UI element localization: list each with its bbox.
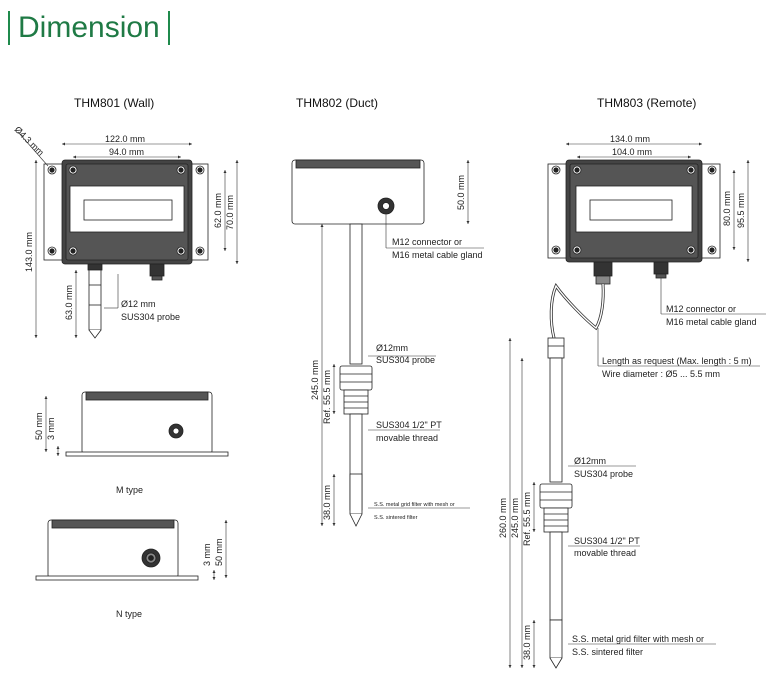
wall-inner-height: 62.0 mm bbox=[213, 193, 223, 228]
duct-ref-length: Ref. 55.5 mm bbox=[322, 370, 332, 424]
m-height-3: 3 mm bbox=[46, 418, 56, 441]
remote-inner-width: 104.0 mm bbox=[612, 147, 652, 157]
header-left-bar bbox=[8, 11, 10, 45]
model-title-remote: THM803 (Remote) bbox=[597, 96, 696, 110]
remote-front-view bbox=[539, 159, 721, 669]
wall-n-type-view bbox=[35, 519, 199, 581]
wall-outer-width: 122.0 mm bbox=[105, 134, 145, 144]
remote-connector-2: M16 metal cable gland bbox=[666, 317, 757, 327]
remote-thread-2: movable thread bbox=[574, 548, 636, 558]
duct-height: 50.0 mm bbox=[456, 175, 466, 210]
remote-filter-length: 38.0 mm bbox=[522, 625, 532, 660]
remote-connector-1: M12 connector or bbox=[666, 304, 736, 314]
remote-probe-dia: Ø12mm bbox=[574, 456, 606, 466]
remote-outer-height: 95.5 mm bbox=[736, 193, 746, 228]
duct-view bbox=[291, 159, 425, 527]
model-title-duct: THM802 (Duct) bbox=[296, 96, 378, 110]
remote-filter-2: S.S. sintered filter bbox=[572, 647, 643, 657]
duct-filter-2: S.S. sintered filter bbox=[374, 515, 418, 521]
remote-ref-length: Ref. 55.5 mm bbox=[522, 492, 532, 546]
remote-filter-1: S.S. metal grid filter with mesh or bbox=[572, 634, 704, 644]
remote-outer-width: 134.0 mm bbox=[610, 134, 650, 144]
m-type-label: M type bbox=[116, 485, 143, 495]
duct-probe-material: SUS304 probe bbox=[376, 355, 435, 365]
duct-thread-1: SUS304 1/2" PT bbox=[376, 420, 442, 430]
wall-outer-height: 70.0 mm bbox=[225, 195, 235, 230]
wall-inner-width: 94.0 mm bbox=[109, 147, 144, 157]
duct-probe-length: 245.0 mm bbox=[310, 360, 320, 400]
remote-probe-material: SUS304 probe bbox=[574, 469, 633, 479]
duct-filter-1: S.S. metal grid filter with mesh or bbox=[374, 502, 455, 508]
remote-probe-length: 245.0 mm bbox=[510, 498, 520, 538]
n-type-label: N type bbox=[116, 609, 142, 619]
wall-front-view bbox=[43, 159, 209, 339]
remote-length-note: Length as request (Max. length : 5 m) bbox=[602, 356, 752, 366]
n-height-50: 50 mm bbox=[214, 538, 224, 566]
section-header: Dimension bbox=[8, 8, 170, 48]
remote-inner-height: 80.0 mm bbox=[722, 191, 732, 226]
model-title-wall: THM801 (Wall) bbox=[74, 96, 154, 110]
m-height-50: 50 mm bbox=[34, 412, 44, 440]
wall-total-height: 143.0 mm bbox=[24, 232, 34, 272]
wall-probe-dia: Ø12 mm bbox=[121, 299, 156, 309]
wall-hole-dia: Ø4.3 mm bbox=[13, 124, 46, 157]
wall-probe-material: SUS304 probe bbox=[121, 312, 180, 322]
duct-connector-1: M12 connector or bbox=[392, 237, 462, 247]
duct-thread-2: movable thread bbox=[376, 433, 438, 443]
wall-probe-length: 63.0 mm bbox=[64, 285, 74, 320]
page-title: Dimension bbox=[18, 11, 160, 44]
remote-wire-dia: Wire diameter : Ø5 ... 5.5 mm bbox=[602, 369, 720, 379]
remote-total-length: 260.0 mm bbox=[498, 498, 508, 538]
wall-m-type-view bbox=[65, 391, 229, 457]
duct-probe-dia: Ø12mm bbox=[376, 343, 408, 353]
duct-connector-2: M16 metal cable gland bbox=[392, 250, 483, 260]
header-right-bar bbox=[167, 11, 170, 45]
n-height-3: 3 mm bbox=[202, 544, 212, 567]
remote-thread-1: SUS304 1/2" PT bbox=[574, 536, 640, 546]
duct-filter-length: 38.0 mm bbox=[322, 485, 332, 520]
